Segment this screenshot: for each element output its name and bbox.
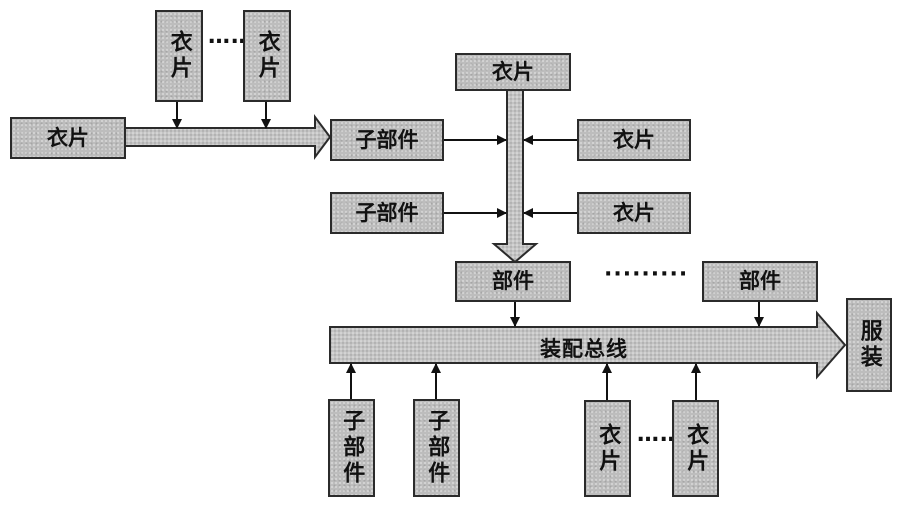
garment-piece-bottom-2: 衣片 [672,400,719,497]
component-1: 部件 [455,261,571,302]
garment-piece-bottom-1: 衣片 [584,400,631,497]
garment-piece-label: 衣片 [683,422,709,475]
sub-component-label: 子部件 [355,200,419,225]
garment-piece-label: 衣片 [166,30,192,82]
sub-component-1: 子部件 [330,119,444,161]
garment-label: 服装 [856,319,882,371]
assembly-bus-label: 装配总线 [540,337,628,361]
garment-piece-label: 衣片 [492,59,534,84]
garment-piece-label: 衣片 [595,422,621,475]
sub-component-bottom-1: 子部件 [328,399,375,497]
garment-piece-label: 衣片 [47,125,89,150]
wide-arrow-top-left [124,114,332,160]
component-2: 部件 [702,261,818,302]
sub-component-2: 子部件 [330,192,444,234]
sub-component-label: 子部件 [339,409,365,487]
ellipsis-components: ········· [604,262,689,287]
assembly-bus-arrow [329,310,847,380]
garment-piece-right-2: 衣片 [577,192,691,234]
sub-component-label: 子部件 [424,409,450,487]
garment-piece-left: 衣片 [10,117,126,159]
garment-piece-top-2: 衣片 [243,10,291,102]
garment-piece-label: 衣片 [254,30,280,82]
component-label: 部件 [492,269,534,294]
garment-piece-label: 衣片 [613,200,655,225]
garment-piece-label: 衣片 [613,127,655,152]
garment-output: 服装 [846,298,892,392]
garment-piece-right-1: 衣片 [577,119,691,161]
component-label: 部件 [739,269,781,294]
garment-piece-top-1: 衣片 [155,10,203,102]
sub-component-label: 子部件 [355,127,419,152]
sub-component-bottom-2: 子部件 [413,399,460,497]
wide-arrow-vertical [491,89,539,264]
garment-piece-center-top: 衣片 [455,53,571,91]
